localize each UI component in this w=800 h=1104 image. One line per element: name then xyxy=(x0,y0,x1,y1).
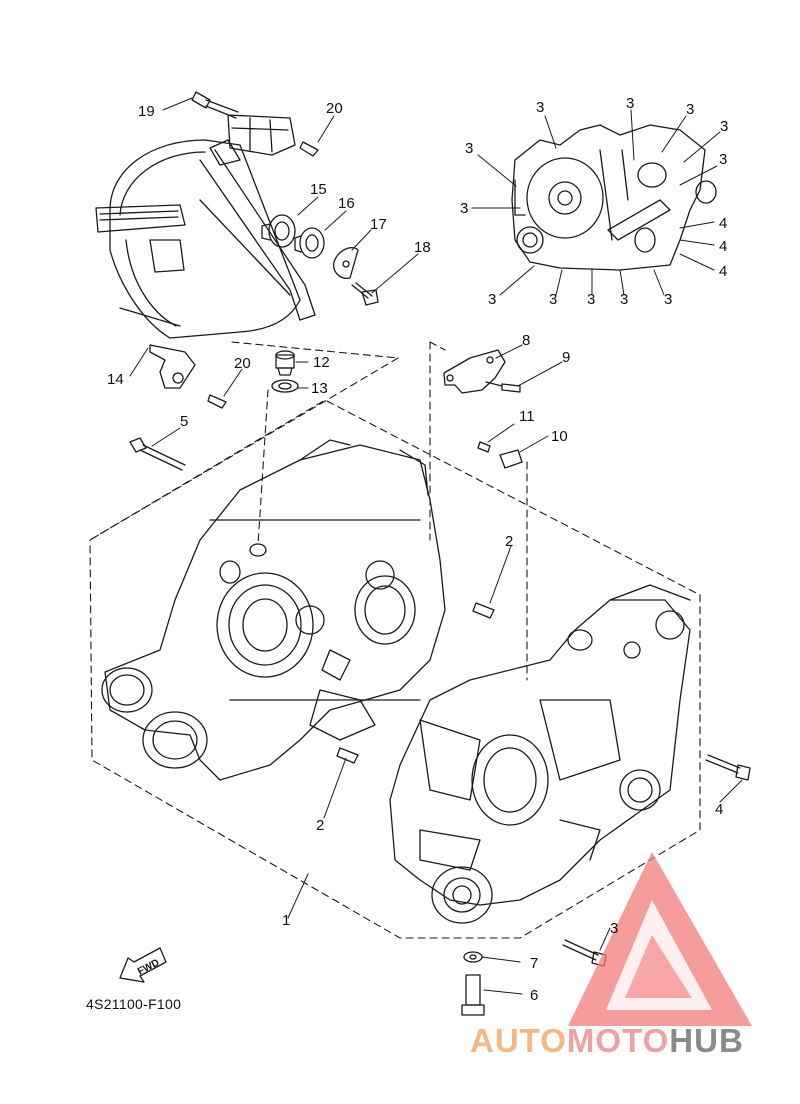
callout-3c: 3 xyxy=(686,101,694,118)
callout-8: 8 xyxy=(522,332,530,349)
callout-2b: 2 xyxy=(316,817,324,834)
callout-4a: 4 xyxy=(719,215,727,232)
callout-12: 12 xyxy=(313,354,330,371)
reference-view xyxy=(511,124,717,271)
callout-14: 14 xyxy=(107,371,124,388)
callout-3k: 3 xyxy=(620,291,628,308)
callout-16: 16 xyxy=(338,195,355,212)
small-parts-cover xyxy=(191,91,379,409)
watermark-hub: HUB xyxy=(669,1022,744,1059)
watermark-text: AUTOMOTOHUB xyxy=(470,1022,744,1060)
callout-5: 5 xyxy=(180,413,188,430)
callout-6: 6 xyxy=(530,987,538,1004)
callout-3l: 3 xyxy=(664,291,672,308)
callout-18: 18 xyxy=(414,239,431,256)
callout-17: 17 xyxy=(370,216,387,233)
right-crankcase xyxy=(389,584,691,924)
dowels-2 xyxy=(336,602,495,764)
fwd-arrow xyxy=(119,947,167,983)
callout-9: 9 xyxy=(562,349,570,366)
callout-4d: 4 xyxy=(715,801,723,818)
assembly-frame xyxy=(89,341,701,939)
callout-3a: 3 xyxy=(536,99,544,116)
callout-2a: 2 xyxy=(505,533,513,550)
callout-3b: 3 xyxy=(626,95,634,112)
callout-3j: 3 xyxy=(587,291,595,308)
callout-3h: 3 xyxy=(488,291,496,308)
watermark-moto: MOTO xyxy=(566,1022,670,1059)
fwd-label: FWD xyxy=(136,957,161,977)
watermark-auto: AUTO xyxy=(470,1022,567,1059)
callout-3i: 3 xyxy=(549,291,557,308)
callout-3m: 3 xyxy=(610,920,618,937)
callout-20a: 20 xyxy=(326,100,343,117)
callout-3g: 3 xyxy=(460,200,468,217)
callout-13: 13 xyxy=(311,380,328,397)
crankcase-cover xyxy=(95,114,316,389)
callout-15: 15 xyxy=(310,181,327,198)
callout-7: 7 xyxy=(530,955,538,972)
leader-lines xyxy=(129,97,743,995)
callout-20b: 20 xyxy=(234,355,251,372)
callout-19: 19 xyxy=(138,103,155,120)
callout-labels: 1 2 2 3 3 3 3 3 3 3 3 3 3 3 3 3 4 4 4 4 … xyxy=(107,95,728,1004)
bolt-5 xyxy=(129,437,186,471)
callout-3d: 3 xyxy=(720,118,728,135)
callout-4c: 4 xyxy=(719,263,727,280)
callout-4b: 4 xyxy=(719,238,727,255)
watermark-logo xyxy=(568,852,752,1026)
callout-3e: 3 xyxy=(719,151,727,168)
callout-11: 11 xyxy=(519,408,535,425)
callout-1: 1 xyxy=(282,912,290,929)
callout-10: 10 xyxy=(551,428,568,445)
plug-washer xyxy=(271,350,299,393)
left-crankcase xyxy=(101,439,446,781)
part-code: 4S21100-F100 xyxy=(86,996,182,1012)
callout-3f: 3 xyxy=(465,140,473,157)
plates-bolts xyxy=(443,349,523,469)
